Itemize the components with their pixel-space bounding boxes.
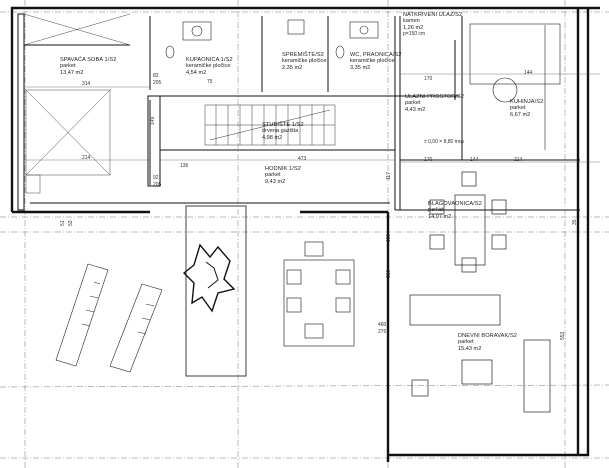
room-floor: kamen [403, 18, 420, 25]
room-label-stubiste: STUBIŠTE 1/S2 drvena gazišta 4,98 m2 [262, 122, 304, 141]
room-name: KUPAONICA 1/S2 [186, 57, 233, 63]
room-area: 4,98 m2 [262, 134, 283, 141]
room-label-kupaonica: KUPAONICA 1/S2 keramičke pločice 4,54 m2 [186, 57, 233, 76]
room-label-dnevni: DNEVNI BORAVAK/S2 parket 15,43 m2 [458, 333, 517, 352]
room-area: 9,43 m2 [265, 178, 286, 185]
dim-144: 144 [470, 157, 479, 163]
room-floor: parket [458, 339, 474, 346]
room-name: HODNIK 1/S2 [265, 166, 301, 172]
room-name: BLAGOVAONICA/S2 [428, 201, 482, 207]
dim-205: 205 [153, 80, 162, 86]
room-area: 13,47 m2 [60, 69, 84, 76]
dim-473: 473 [298, 156, 307, 162]
room-area: 3,35 m2 [350, 64, 371, 71]
dim-53: 53 [68, 220, 74, 226]
room-name: SPAVAĆA SOBA 1/S2 [60, 57, 117, 63]
room-label-spremiste: SPREMIŠTE/S2 keramičke pločice 2,35 m2 [282, 52, 326, 71]
outer-walls [10, 6, 600, 462]
room-floor: parket [510, 105, 526, 112]
room-label-ulazni: ULAZNI PROSTOR/S2 parket 4,43 m2 [405, 94, 464, 113]
room-label-wc: WC, PRAONICA/S2 keramičke pločice 3,35 m… [350, 52, 402, 71]
room-label-spavaca: SPAVAĆA SOBA 1/S2 parket 13,47 m2 [60, 57, 116, 76]
dim-51: 51 [60, 220, 66, 226]
bedroom-hatch [23, 13, 131, 194]
room-area: 14,07 m2 [428, 213, 452, 220]
room-name: WC, PRAONICA/S2 [350, 52, 402, 58]
planter [182, 205, 247, 377]
dimension-lines [24, 73, 600, 163]
inner-walls [17, 13, 580, 211]
room-name: SPREMIŠTE/S2 [282, 52, 324, 58]
dim-pfl: p=150 cm [403, 31, 426, 37]
staircase [204, 104, 336, 146]
room-floor: keramičke pločice [186, 63, 231, 70]
sun-loungers [55, 263, 163, 373]
room-label-kuhinja: KUHINJA/S2 parket 6,67 m2 [510, 99, 543, 118]
dim-460: 460 [378, 322, 387, 328]
dim-35: 35 [572, 219, 578, 225]
room-name: ULAZNI PROSTOR/S2 [405, 94, 465, 100]
dim-214: 214 [82, 155, 91, 161]
dim-553: 553 [560, 331, 566, 340]
room-name: NATKRIVENI ULAZ/S2 [403, 12, 463, 18]
room-area: 15,43 m2 [458, 345, 482, 352]
dim-82: 82 [153, 73, 159, 79]
room-floor: parket [405, 100, 421, 107]
terrace-dining [283, 241, 355, 347]
room-label-hodnik: HODNIK 1/S2 parket 9,43 m2 [265, 166, 301, 185]
room-name: STUBIŠTE 1/S2 [262, 122, 304, 128]
kitchen-fixtures [469, 23, 561, 150]
dim-170: 170 [424, 157, 433, 163]
room-area: 6,67 m2 [510, 111, 531, 118]
dining-set [429, 171, 507, 273]
room-name: DNEVNI BORAVAK/S2 [458, 333, 517, 339]
dim-210: 210 [386, 269, 392, 278]
room-name: KUHINJA/S2 [510, 99, 544, 105]
dim-150: 150 [386, 233, 392, 242]
dim-205: 205 [153, 182, 162, 188]
sofa-set [409, 294, 551, 413]
room-label-ulaz: NATKRIVENI ULAZ/S2 kamen 1,26 m2 [403, 12, 462, 31]
dim-314: 314 [82, 81, 91, 87]
room-floor: keramičke pločice [350, 58, 395, 65]
dim-75: 75 [207, 79, 213, 85]
room-area: 4,54 m2 [186, 69, 207, 76]
room-area: 1,26 m2 [403, 24, 424, 31]
room-floor: drvena gazišta [262, 128, 299, 135]
bathroom-fixtures [165, 19, 379, 59]
dim-117: 117 [386, 172, 392, 180]
dim-136: 136 [180, 163, 189, 169]
dim-92: 92 [153, 175, 159, 181]
room-floor: parket [60, 63, 76, 70]
dim-144: 144 [524, 70, 533, 76]
room-floor: parket [428, 207, 444, 214]
dim-214: 214 [514, 157, 523, 163]
dim-149: 149 [150, 116, 156, 125]
room-label-blagovaonica: BLAGOVAONICA/S2 parket 14,07 m2 [428, 201, 482, 220]
room-floor: keramičke pločice [282, 58, 327, 65]
room-floor: parket [265, 172, 281, 179]
dim-276: 276 [378, 329, 387, 335]
room-area: 4,43 m2 [405, 106, 426, 113]
level-mark: ± 0,00 = 8,80 mnv [424, 139, 465, 145]
dim-170: 170 [424, 76, 433, 82]
room-area: 2,35 m2 [282, 64, 303, 71]
